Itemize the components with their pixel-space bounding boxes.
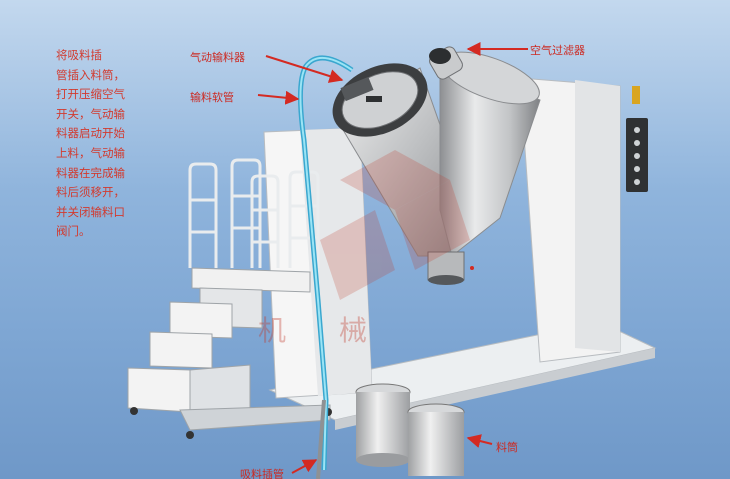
stair-step: [149, 331, 213, 369]
platform-deck: [191, 267, 311, 293]
caster-wheel: [130, 407, 138, 415]
stair-side: [189, 364, 251, 413]
signal-lamp: [632, 86, 640, 104]
control-knob: [634, 140, 640, 146]
feeder-arrow: [265, 55, 344, 83]
material-drum: [356, 392, 410, 460]
feed-hose-highlight: [299, 57, 353, 471]
control-knob: [634, 127, 640, 133]
control-knob: [634, 179, 640, 185]
stair-step: [169, 301, 233, 339]
air-filter-cap: [429, 48, 451, 64]
feeder-clamp: [366, 96, 382, 102]
label-feed-hose: 输料软管: [190, 91, 234, 104]
pneumatic-feeder: [340, 76, 374, 102]
watermark-logo: [320, 150, 470, 300]
operation-instructions: 将吸料插 管插入料筒， 打开压缩空气 开关，气动输 料器启动开始 上料，气动输 …: [56, 48, 125, 239]
platform-base: [179, 404, 331, 431]
watermark-text: 机 械: [258, 314, 389, 347]
pipe-arrow: [291, 459, 318, 474]
caster-wheel: [186, 431, 194, 439]
label-suction-pipe: 吸料插管: [240, 468, 284, 479]
material-drum: [408, 412, 464, 476]
control-knob: [634, 153, 640, 159]
label-material-drum: 料筒: [496, 441, 518, 454]
stair-step: [127, 367, 191, 413]
right-pillar-side: [575, 80, 620, 352]
hose-arrow: [257, 90, 300, 105]
discharge-valve: [428, 275, 464, 285]
handrails: [188, 158, 320, 268]
control-knob: [634, 166, 640, 172]
label-pneumatic-feeder: 气动输料器: [190, 51, 245, 64]
marker-dot: [470, 266, 474, 270]
label-air-filter: 空气过滤器: [530, 44, 585, 57]
suction-pipe: [316, 399, 326, 479]
material-drum-bottom: [356, 453, 410, 467]
drum-arrow: [466, 434, 493, 448]
